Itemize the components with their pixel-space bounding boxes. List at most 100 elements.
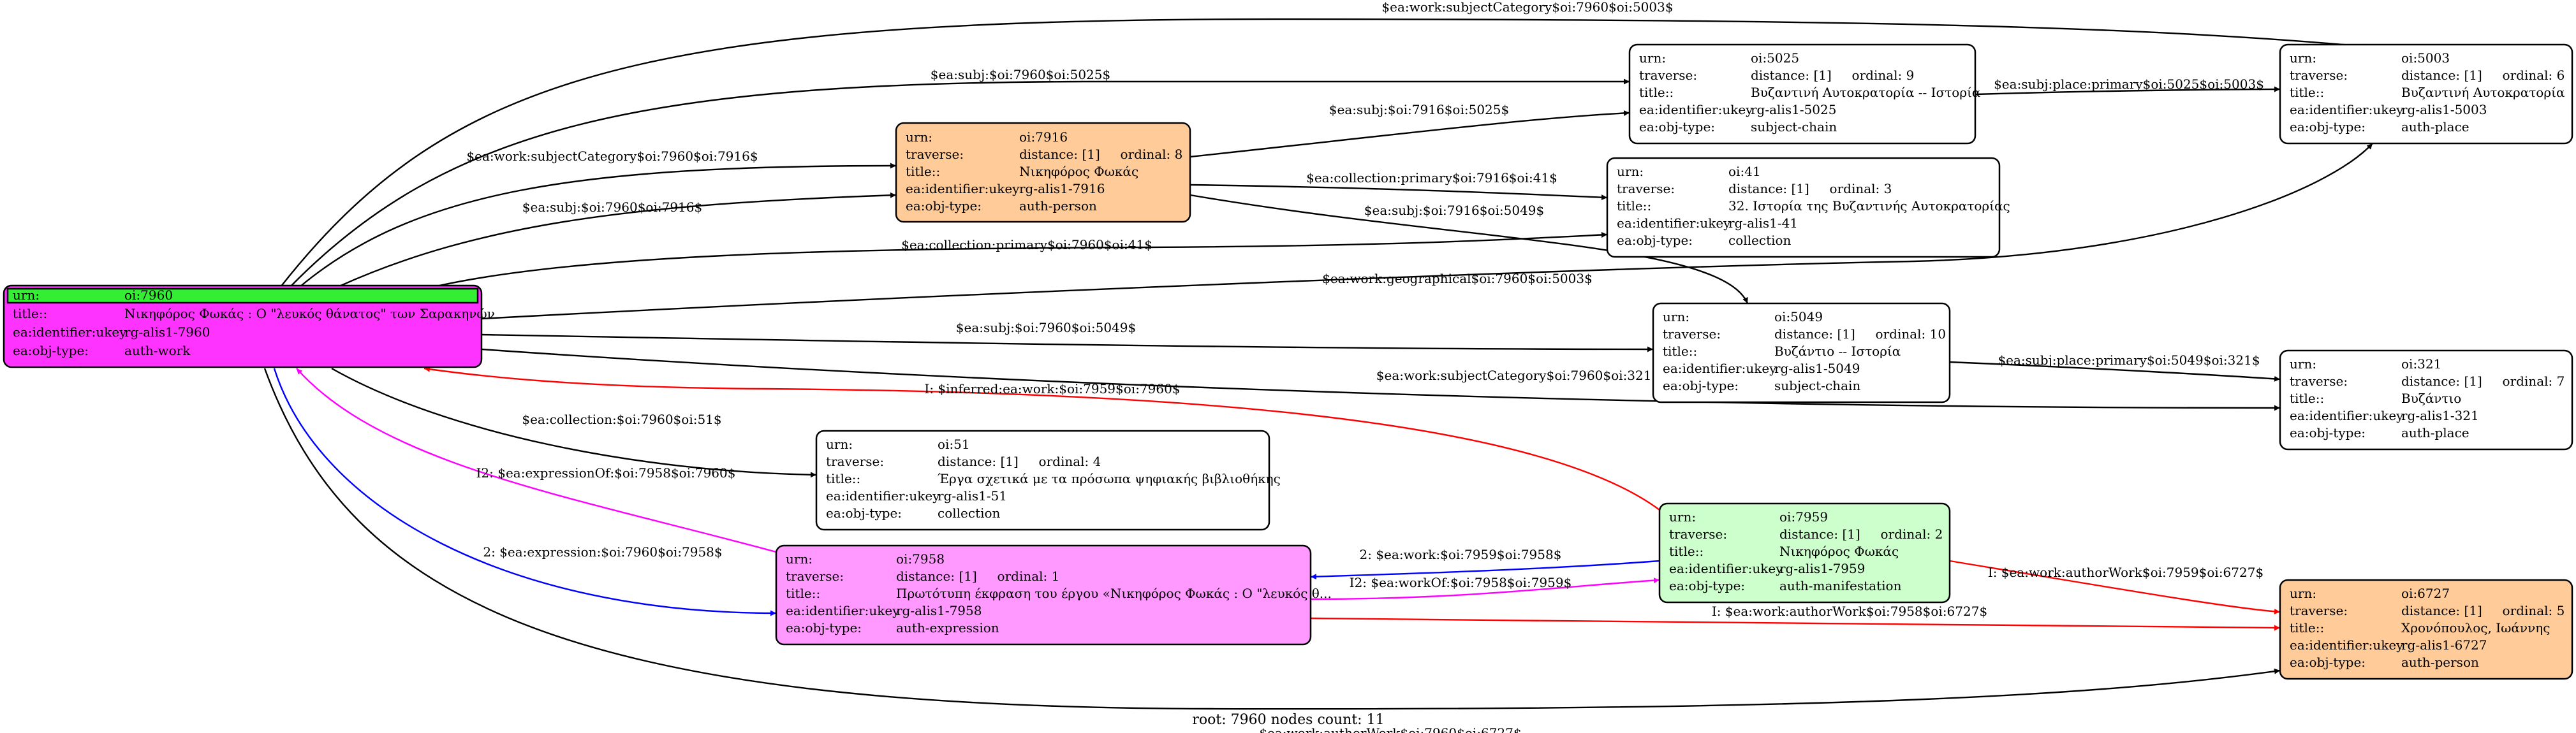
node-7958[interactable]: urn: oi:7958 traverse: distance: [1] ord… (775, 544, 1332, 646)
row-value: distance: [1] ordinal: 2 (1779, 526, 1943, 542)
row-key: urn: (906, 129, 932, 145)
row-value: Βυζαντινή Αυτοκρατορία -- Ιστορία (1751, 85, 1980, 100)
row-key: title:: (1669, 544, 1704, 559)
row-key: ea:obj-type: (826, 505, 902, 521)
row-value: oi:51 (938, 437, 970, 452)
row-value: oi:5003 (2401, 50, 2450, 66)
edge: I2: $ea:expressionOf:$oi:7958$oi:7960$ (296, 368, 777, 553)
edge-label: $ea:collection:primary$oi:7960$oi:41$ (901, 237, 1152, 252)
row-value: auth-place (2401, 425, 2469, 440)
edge: $ea:subj:place:primary$oi:5049$oi:321$ (1949, 352, 2281, 382)
edge-label: I: $ea:work:authorWork$oi:7958$oi:6727$ (1712, 604, 1987, 619)
node-7960[interactable]: urn: oi:7960 title:: Νικηφόρος Φωκάς : Ο… (3, 284, 495, 368)
row-value: rg-alis1-7916 (1019, 181, 1105, 196)
nodes-layer: urn: oi:7960 title:: Νικηφόρος Φωκάς : Ο… (3, 43, 2573, 680)
row-key: title:: (2290, 85, 2324, 100)
edge: 2: $ea:work:$oi:7959$oi:7958$ (1310, 547, 1660, 580)
row-value: 32. Ιστορία της Βυζαντινής Αυτοκρατορίας (1728, 198, 2010, 214)
row-value: rg-alis1-51 (938, 488, 1007, 504)
row-key: urn: (786, 551, 813, 567)
row-key: ea:obj-type: (1617, 233, 1693, 248)
node-51[interactable]: urn: oi:51 traverse: distance: [1] ordin… (815, 430, 1281, 531)
row-key: ea:identifier:ukey (826, 488, 940, 504)
node-5003[interactable]: urn: oi:5003 traverse: distance: [1] ord… (2279, 43, 2573, 145)
row-key: urn: (2290, 356, 2316, 372)
node-321[interactable]: urn: oi:321 traverse: distance: [1] ordi… (2279, 349, 2573, 451)
row-value: rg-alis1-5049 (1774, 361, 1860, 376)
edge: $ea:collection:$oi:7960$oi:51$ (331, 367, 817, 478)
edge: $ea:subj:$oi:7960$oi:5025$ (290, 67, 1630, 287)
edge: $ea:work:subjectCategory$oi:7960$oi:7916… (299, 149, 897, 287)
edge-label: $ea:subj:place:primary$oi:5049$oi:321$ (1998, 352, 2260, 368)
edge: $ea:collection:primary$oi:7960$oi:41$ (433, 231, 1608, 288)
edge-label: I: $ea:work:authorWork$oi:7959$oi:6727$ (1988, 565, 2263, 580)
row-value: rg-alis1-5003 (2401, 102, 2487, 117)
row-value: rg-alis1-321 (2401, 408, 2479, 423)
row-key: title:: (13, 306, 47, 321)
row-value: Έργα σχετικά με τα πρόσωπα ψηφιακής βιβλ… (938, 471, 1281, 486)
row-value: Νικηφόρος Φωκάς (1019, 164, 1138, 179)
row-value: distance: [1] ordinal: 5 (2401, 603, 2565, 618)
row-value: Νικηφόρος Φωκάς (1779, 544, 1899, 559)
row-key: title:: (1639, 85, 1674, 100)
edge-label: $ea:subj:$oi:7960$oi:5049$ (956, 320, 1136, 335)
row-key: title:: (786, 586, 820, 601)
node-7959[interactable]: urn: oi:7959 traverse: distance: [1] ord… (1658, 502, 1951, 604)
edges-layer: $ea:work:subjectCategory$oi:7960$oi:5003… (263, 0, 2373, 733)
graph-caption: root: 7960 nodes count: 11 (1192, 712, 1384, 728)
row-value: auth-work (124, 343, 191, 358)
row-value: distance: [1] ordinal: 4 (938, 454, 1101, 469)
edge-label: 2: $ea:work:$oi:7959$oi:7958$ (1360, 547, 1562, 562)
row-key: ea:obj-type: (786, 620, 862, 635)
edge: $ea:work:subjectCategory$oi:7960$oi:5003… (280, 0, 2373, 287)
edge: I: $ea:work:authorWork$oi:7959$oi:6727$ (1949, 560, 2281, 614)
row-value: rg-alis1-41 (1728, 215, 1798, 231)
row-key: ea:identifier:ukey (1663, 361, 1777, 376)
row-key: traverse: (2290, 603, 2348, 618)
row-key: urn: (1669, 509, 1696, 525)
edge: $ea:work:authorWork$oi:7960$oi:6727$ (263, 368, 2281, 733)
row-value: Πρωτότυπη έκφραση του έργου «Νικηφόρος Φ… (896, 586, 1332, 601)
row-value: oi:7958 (896, 551, 945, 567)
row-value: distance: [1] ordinal: 8 (1019, 147, 1182, 162)
row-value: Βυζαντινή Αυτοκρατορία (2401, 85, 2565, 100)
edge-label: 2: $ea:expression:$oi:7960$oi:7958$ (483, 544, 722, 560)
row-value: rg-alis1-6727 (2401, 637, 2487, 653)
row-key: ea:identifier:ukey (2290, 408, 2404, 423)
row-key: ea:obj-type: (1663, 378, 1739, 393)
edge-label: I2: $ea:expressionOf:$oi:7958$oi:7960$ (476, 465, 736, 481)
row-key: traverse: (826, 454, 884, 469)
node-6727[interactable]: urn: oi:6727 traverse: distance: [1] ord… (2279, 579, 2573, 680)
edge: I2: $ea:workOf:$oi:7958$oi:7959$ (1310, 575, 1660, 600)
row-value: auth-expression (896, 620, 999, 635)
edge-label: $ea:subj:$oi:7916$oi:5025$ (1329, 102, 1509, 117)
row-value: rg-alis1-7959 (1779, 561, 1865, 576)
row-value: subject-chain (1751, 119, 1837, 134)
row-key: ea:identifier:ukey (1669, 561, 1783, 576)
row-value: subject-chain (1774, 378, 1860, 393)
row-key: title:: (906, 164, 940, 179)
row-value: distance: [1] ordinal: 6 (2401, 68, 2565, 83)
row-value: auth-person (2401, 655, 2479, 670)
row-value: oi:321 (2401, 356, 2441, 372)
node-41[interactable]: urn: oi:41 traverse: distance: [1] ordin… (1606, 157, 2010, 258)
edge: $ea:subj:$oi:7960$oi:7916$ (337, 192, 897, 288)
row-key: ea:obj-type: (13, 343, 89, 358)
row-value: collection (1728, 233, 1792, 248)
row-key: traverse: (2290, 68, 2348, 83)
node-5025[interactable]: urn: oi:5025 traverse: distance: [1] ord… (1628, 43, 1980, 145)
row-value: collection (938, 505, 1001, 521)
edge-label: $ea:collection:$oi:7960$oi:51$ (522, 412, 721, 427)
edge: $ea:subj:place:primary$oi:5025$oi:5003$ (1975, 76, 2281, 96)
node-7916[interactable]: urn: oi:7916 traverse: distance: [1] ord… (895, 122, 1191, 223)
edge-label: I: $inferred:ea:work:$oi:7959$oi:7960$ (924, 381, 1180, 396)
row-key: urn: (1663, 309, 1689, 324)
row-value: oi:41 (1728, 164, 1761, 179)
node-5049[interactable]: urn: oi:5049 traverse: distance: [1] ord… (1652, 302, 1951, 403)
row-key: urn: (2290, 50, 2316, 66)
row-key: traverse: (1663, 326, 1721, 342)
row-key: ea:identifier:ukey (1617, 215, 1731, 231)
edge-label: I2: $ea:workOf:$oi:7958$oi:7959$ (1350, 575, 1572, 590)
edge: I: $inferred:ea:work:$oi:7959$oi:7960$ (423, 366, 1660, 511)
